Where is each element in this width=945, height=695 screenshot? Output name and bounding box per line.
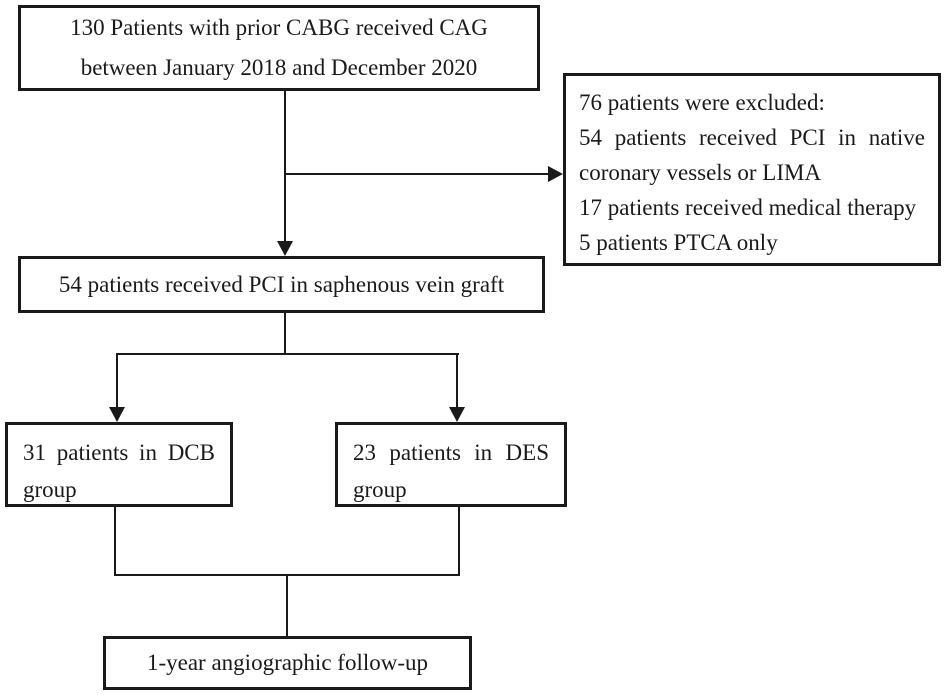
enrollment-line-2: between January 2018 and December 2020 (80, 55, 478, 80)
svg-pci-box: 54 patients received PCI in saphenous ve… (18, 256, 545, 313)
edge-dcb-down (114, 507, 116, 575)
dcb-group-box: 31 patients in DCB group (5, 422, 233, 507)
excluded-heading: 76 patients were excluded: (579, 90, 825, 115)
followup-box: 1-year angiographic follow-up (103, 636, 472, 690)
edge-svg-pci-down (284, 312, 286, 354)
excluded-reason-ptca-only: 5 patients PTCA only (579, 230, 778, 255)
des-line-2: group (353, 477, 407, 502)
arrowhead-down-icon (277, 241, 293, 256)
edge-split-to-dcb (116, 353, 118, 409)
arrowhead-down-icon (109, 407, 125, 422)
edge-split-horizontal (116, 353, 459, 355)
excluded-reason-pci-native-2: coronary vessels or LIMA (579, 160, 822, 185)
followup-line: 1-year angiographic follow-up (146, 650, 428, 675)
edge-des-down (458, 507, 460, 575)
dcb-line-1: 31 patients in DCB (23, 440, 215, 465)
des-group-box: 23 patients in DES group (335, 422, 567, 507)
dcb-line-2: group (23, 477, 77, 502)
enrollment-box: 130 Patients with prior CABG received CA… (18, 5, 540, 91)
excluded-reason-medical-therapy: 17 patients received medical therapy (579, 195, 917, 220)
edge-enrollment-to-svg-pci (284, 91, 286, 243)
edge-merge-to-followup (286, 574, 288, 636)
edge-branch-to-excluded (284, 173, 550, 175)
arrowhead-right-icon (548, 166, 563, 182)
svg-pci-line: 54 patients received PCI in saphenous ve… (58, 271, 505, 297)
arrowhead-down-icon (449, 407, 465, 422)
des-line-1: 23 patients in DES (353, 440, 549, 465)
edge-split-to-des (456, 353, 458, 409)
excluded-reason-pci-native-1: 54 patients received PCI in native (579, 125, 925, 150)
enrollment-line-1: 130 Patients with prior CABG received CA… (70, 15, 488, 40)
excluded-box: 76 patients were excluded: 54 patients r… (563, 73, 941, 266)
